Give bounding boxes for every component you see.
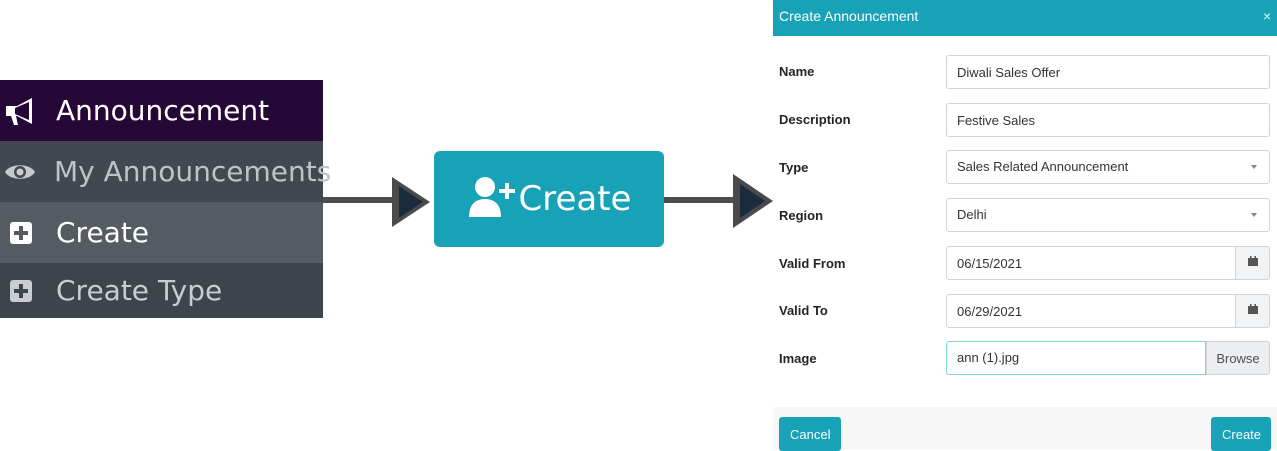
plus-square-icon — [4, 274, 38, 308]
modal-header: Create Announcement × — [773, 0, 1277, 36]
modal-title: Create Announcement — [779, 8, 919, 24]
modal-footer: Cancel Create — [773, 407, 1277, 451]
valid-from-label: Valid From — [779, 256, 846, 271]
region-select-value: Delhi — [957, 207, 987, 222]
sidebar-item-my-announcements[interactable]: My Announcements — [0, 141, 331, 202]
valid-from-datepicker — [946, 246, 1270, 280]
browse-button[interactable]: Browse — [1206, 341, 1270, 375]
sidebar-item-label: Announcement — [56, 94, 270, 127]
region-select[interactable]: Delhi — [946, 198, 1270, 232]
image-label: Image — [779, 351, 817, 366]
name-input[interactable] — [946, 55, 1270, 89]
create-submit-button[interactable]: Create — [1211, 417, 1271, 451]
flow-arrow-fill — [740, 184, 765, 218]
name-label: Name — [779, 64, 815, 79]
create-announcement-modal: Create Announcement × Name Description T… — [773, 0, 1277, 451]
image-file-name: ann (1).jpg — [946, 341, 1206, 375]
eye-icon — [4, 155, 36, 189]
flow-connector-line — [323, 197, 401, 203]
chevron-down-icon — [1251, 165, 1257, 169]
type-select-value: Sales Related Announcement — [957, 159, 1129, 174]
calendar-icon — [1247, 254, 1259, 272]
create-button[interactable]: Create — [434, 151, 664, 247]
image-file-input[interactable]: ann (1).jpg Browse — [946, 341, 1270, 375]
sidebar-item-label: My Announcements — [54, 155, 332, 188]
sidebar-menu: Announcement My Announcements Create — [0, 80, 331, 318]
cancel-button[interactable]: Cancel — [779, 417, 841, 451]
calendar-icon — [1247, 302, 1259, 320]
plus-square-icon — [4, 216, 38, 250]
type-select[interactable]: Sales Related Announcement — [946, 150, 1270, 184]
type-label: Type — [779, 160, 809, 175]
create-button-label: Create — [518, 179, 632, 219]
bullhorn-icon — [4, 94, 38, 128]
valid-to-calendar-button[interactable] — [1235, 294, 1270, 328]
sidebar-item-announcement[interactable]: Announcement — [0, 80, 323, 141]
user-plus-icon — [467, 175, 517, 224]
flow-arrow-fill — [399, 186, 423, 218]
valid-from-input[interactable] — [946, 246, 1236, 280]
sidebar-item-label: Create — [56, 216, 150, 249]
description-input[interactable] — [946, 103, 1270, 137]
chevron-down-icon — [1251, 213, 1257, 217]
sidebar-item-create[interactable]: Create — [0, 202, 323, 263]
description-label: Description — [779, 112, 851, 127]
sidebar-item-create-type[interactable]: Create Type — [0, 263, 323, 318]
valid-to-input[interactable] — [946, 294, 1236, 328]
region-label: Region — [779, 208, 824, 223]
valid-to-label: Valid To — [779, 303, 828, 318]
flow-connector-line — [664, 197, 742, 203]
close-icon[interactable]: × — [1263, 8, 1272, 24]
valid-to-datepicker — [946, 294, 1270, 328]
sidebar-item-label: Create Type — [56, 274, 223, 307]
valid-from-calendar-button[interactable] — [1235, 246, 1270, 280]
